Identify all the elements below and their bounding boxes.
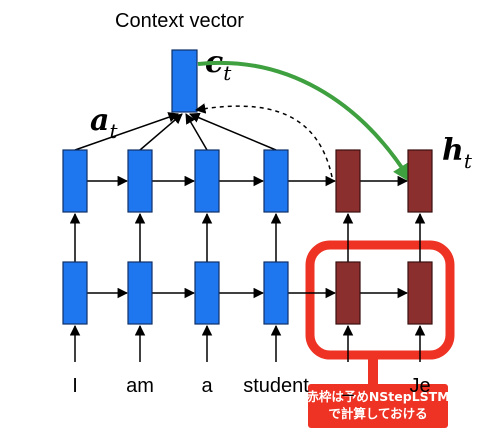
a-subscript: t (109, 119, 118, 143)
note-line-1: 赤枠は予めNStepLSTM (306, 389, 449, 404)
nodes-layer (62, 149, 433, 325)
dashed-query-arrow (194, 103, 333, 178)
encoder-cell-top-0 (62, 149, 88, 213)
attention-arrow-0 (74, 112, 179, 151)
attention-weights-label: at (90, 103, 118, 143)
input-word-1: am (126, 375, 154, 397)
encoder-cell-top-3 (263, 149, 289, 213)
context-to-decoder-arrow (197, 60, 413, 184)
input-word-0: I (72, 375, 78, 397)
input-word-2: a (201, 375, 213, 397)
precomputed-highlight-frame (305, 240, 455, 360)
hidden-state-label: ht (442, 133, 473, 173)
input-word-3: student (243, 375, 309, 397)
input-word-5: Je (409, 375, 430, 397)
input-word-4: _ (341, 375, 354, 397)
note-box (308, 384, 448, 428)
context-vector-box (171, 49, 198, 113)
note-connector (368, 352, 378, 385)
encoder-cell-bottom-1 (127, 261, 153, 325)
attention-arrow-3 (189, 112, 277, 151)
edges-layer (69, 112, 426, 362)
h-subscript: t (464, 149, 473, 173)
a-symbol: a (90, 103, 109, 138)
encoder-cell-top-1 (127, 149, 153, 213)
c-subscript: t (223, 61, 232, 85)
encoder-cell-bottom-3 (263, 261, 289, 325)
encoder-cell-top-2 (194, 149, 220, 213)
encoder-cell-bottom-2 (194, 261, 220, 325)
h-symbol: h (442, 133, 464, 168)
encoder-cell-bottom-0 (62, 261, 88, 325)
decoder-cell-bottom-5 (407, 261, 433, 325)
decoder-cell-top-5 (407, 149, 433, 213)
decoder-cell-bottom-4 (335, 261, 361, 325)
context-vector-title: Context vector (115, 10, 244, 32)
attention-arrow-1 (139, 113, 183, 151)
note-line-2: で計算しておける (328, 406, 427, 421)
decoder-cell-top-4 (335, 149, 361, 213)
